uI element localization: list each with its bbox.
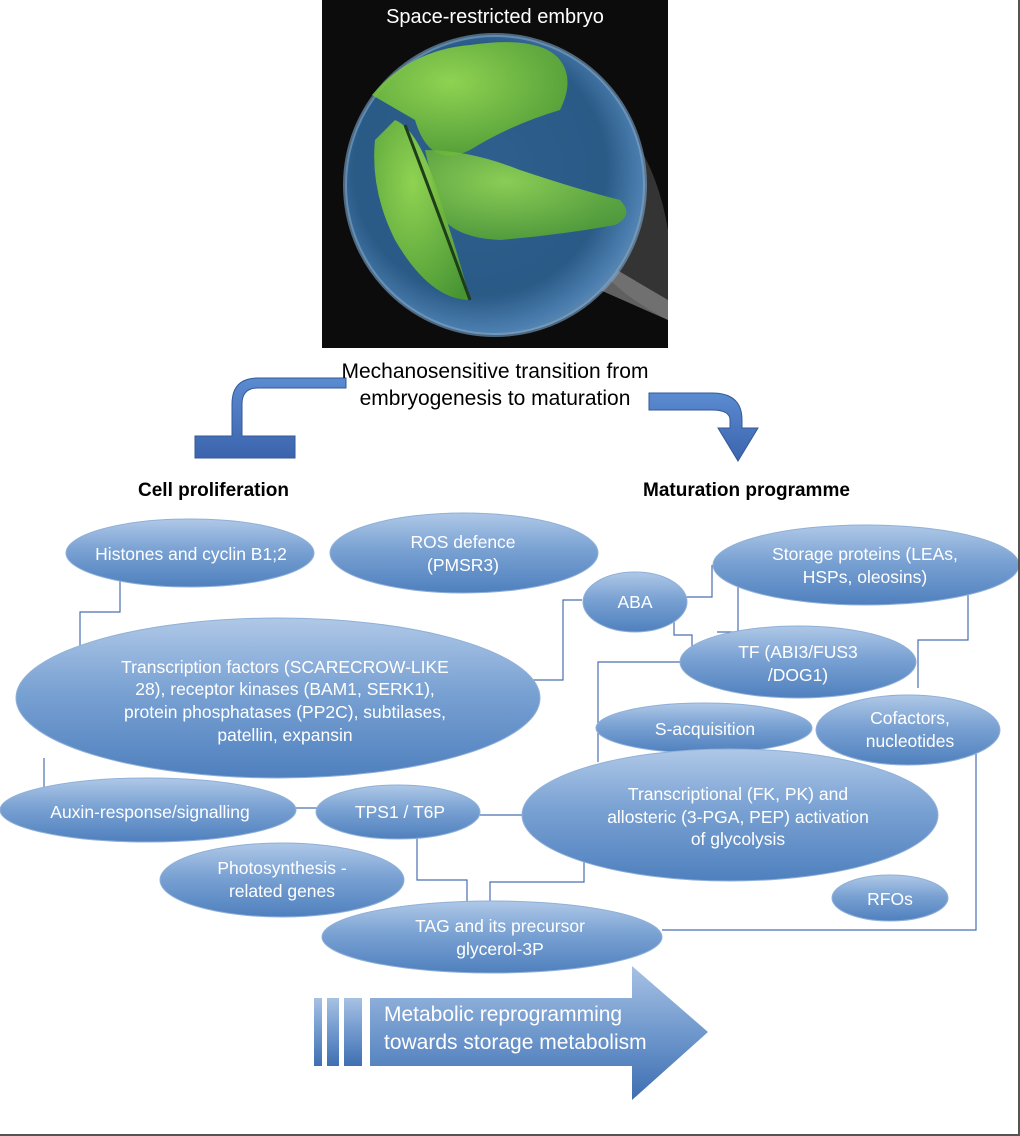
- node-rfos: RFOs: [867, 888, 913, 909]
- node-auxin: Auxin-response/signalling: [50, 801, 250, 822]
- left-heading: Cell proliferation: [138, 480, 289, 501]
- node-aba: ABA: [617, 591, 653, 612]
- ellipse-glycolysis: [521, 748, 939, 882]
- ellipse-ros: [329, 512, 599, 594]
- ellipse-photosynthesis: [159, 842, 405, 918]
- node-tf: TF (ABI3/FUS3 /DOG1): [738, 642, 858, 685]
- node-histones: Histones and cyclin B1;2: [95, 543, 287, 564]
- metabolic-arrow: [314, 966, 708, 1100]
- node-ros: ROS defence (PMSR3): [410, 532, 516, 575]
- ellipse-tps1: [315, 784, 481, 840]
- ellipse-histones: [65, 518, 315, 588]
- ellipse-tf: [679, 625, 917, 699]
- photo-label: Space-restricted embryo: [386, 6, 604, 28]
- node-cofactors: Cofactors, nucleotides: [865, 708, 955, 751]
- node-tps1: TPS1 / T6P: [354, 801, 446, 822]
- inhibition-arrow: [194, 377, 347, 459]
- metabolic-arrow-text: Metabolic reprogramming towards storage …: [384, 1003, 647, 1055]
- right-heading: Maturation programme: [643, 480, 850, 501]
- ellipse-rfos: [831, 874, 949, 922]
- node-transcription: Transcription factors (SCARECROW-LIKE 28…: [121, 656, 449, 745]
- ellipse-tag: [321, 900, 663, 974]
- ellipse-transcription: [15, 617, 541, 779]
- node-tag: TAG and its precursor glycerol-3P: [415, 916, 585, 959]
- ellipse-cofactors: [815, 694, 1001, 766]
- node-glycolysis: Transcriptional (FK, PK) and allosteric …: [607, 783, 869, 850]
- activation-arrow: [648, 392, 759, 462]
- node-sacq: S-acquisition: [654, 718, 756, 739]
- ellipse-aba: [582, 571, 688, 633]
- ellipse-auxin: [0, 777, 297, 843]
- node-photosynthesis: Photosynthesis -related genes: [217, 858, 347, 901]
- node-storage: Storage proteins (LEAs, HSPs, oleosins): [772, 544, 958, 587]
- embryo-image: [322, 0, 668, 348]
- transition-text: Mechanosensitive transition from embryog…: [341, 360, 649, 411]
